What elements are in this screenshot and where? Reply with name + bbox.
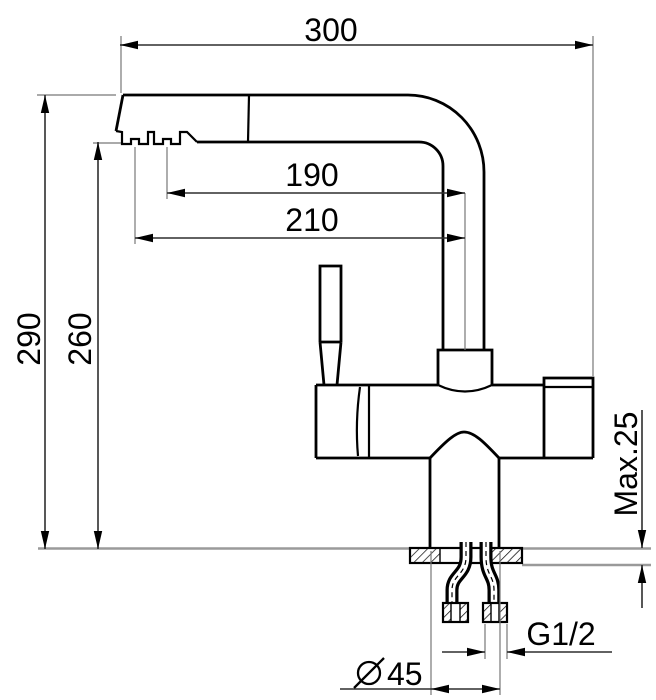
extension-lines (120, 36, 594, 376)
dim-label-260: 260 (62, 312, 98, 365)
dimension-290: 290 (11, 94, 116, 549)
dim-label-45: 45 (387, 656, 423, 692)
fitting-hatch (459, 602, 469, 623)
dimension-300: 300 (120, 12, 594, 376)
dim-label-max25: Max.25 (608, 412, 644, 517)
fitting-hatch (442, 602, 452, 623)
faucet-outline (114, 93, 595, 548)
countertop-lines (38, 547, 651, 567)
dim-label-210: 210 (285, 202, 338, 238)
dimension-g12: G1/2 (442, 616, 612, 659)
extension-lines (484, 624, 508, 659)
dimension-max25: Max.25 (608, 410, 647, 608)
dimension-190: 190 (166, 147, 466, 350)
dim-label-290: 290 (11, 312, 47, 365)
fitting-hatch (482, 602, 492, 623)
fitting-hatch (498, 602, 508, 623)
right-hose-centerline (485, 542, 495, 603)
right-hose-fitting (481, 601, 509, 624)
supply-hoses (441, 542, 509, 624)
arrowhead-left (507, 647, 525, 657)
left-hose-fitting (441, 601, 470, 624)
diameter-symbol-icon (353, 657, 385, 689)
arrowhead-bottom (40, 531, 50, 549)
arrowhead-right (447, 188, 465, 198)
right-end-cap (542, 376, 595, 458)
arrowhead-top (40, 95, 50, 113)
arrowhead-up (637, 565, 647, 583)
dimension-260: 260 (62, 142, 121, 549)
body-left-and-bottom (314, 385, 593, 460)
dim-label-300: 300 (304, 12, 357, 48)
arrowhead-left (431, 684, 449, 694)
spout-head-left-edge (114, 94, 125, 132)
left-hose-bore (448, 542, 470, 603)
arrowhead-down (637, 530, 647, 548)
flange-hatch-left (409, 547, 441, 564)
arrowhead-left (167, 188, 185, 198)
dimension-210: 210 (134, 147, 465, 244)
aerator-nozzles (115, 129, 198, 146)
column-sides (428, 458, 501, 548)
dim-label-g12: G1/2 (526, 616, 595, 652)
stem-collar-base-curve (437, 384, 493, 393)
arrowhead-right (447, 233, 465, 243)
spout-inner-wall (197, 140, 445, 351)
arrowhead-left (120, 40, 138, 50)
spout-outer-wall (123, 93, 486, 351)
arrowhead-bottom (93, 531, 103, 549)
flange-hatch-right (487, 547, 523, 564)
dimension-d45: 45 (340, 551, 501, 695)
spout-head-seam (246, 95, 251, 143)
column-saddle-curve (428, 430, 501, 459)
extension-lines (430, 551, 501, 695)
body-collar-curved-seam (355, 386, 362, 457)
arrowhead-left (135, 233, 153, 243)
arrowhead-right (467, 647, 485, 657)
arrowhead-right (575, 40, 593, 50)
dim-label-190: 190 (285, 157, 338, 193)
stem-collar (436, 348, 494, 385)
arrowhead-right (482, 684, 500, 694)
arrowhead-top (93, 142, 103, 160)
extension-lines (166, 147, 466, 350)
lever-handle (318, 264, 343, 386)
